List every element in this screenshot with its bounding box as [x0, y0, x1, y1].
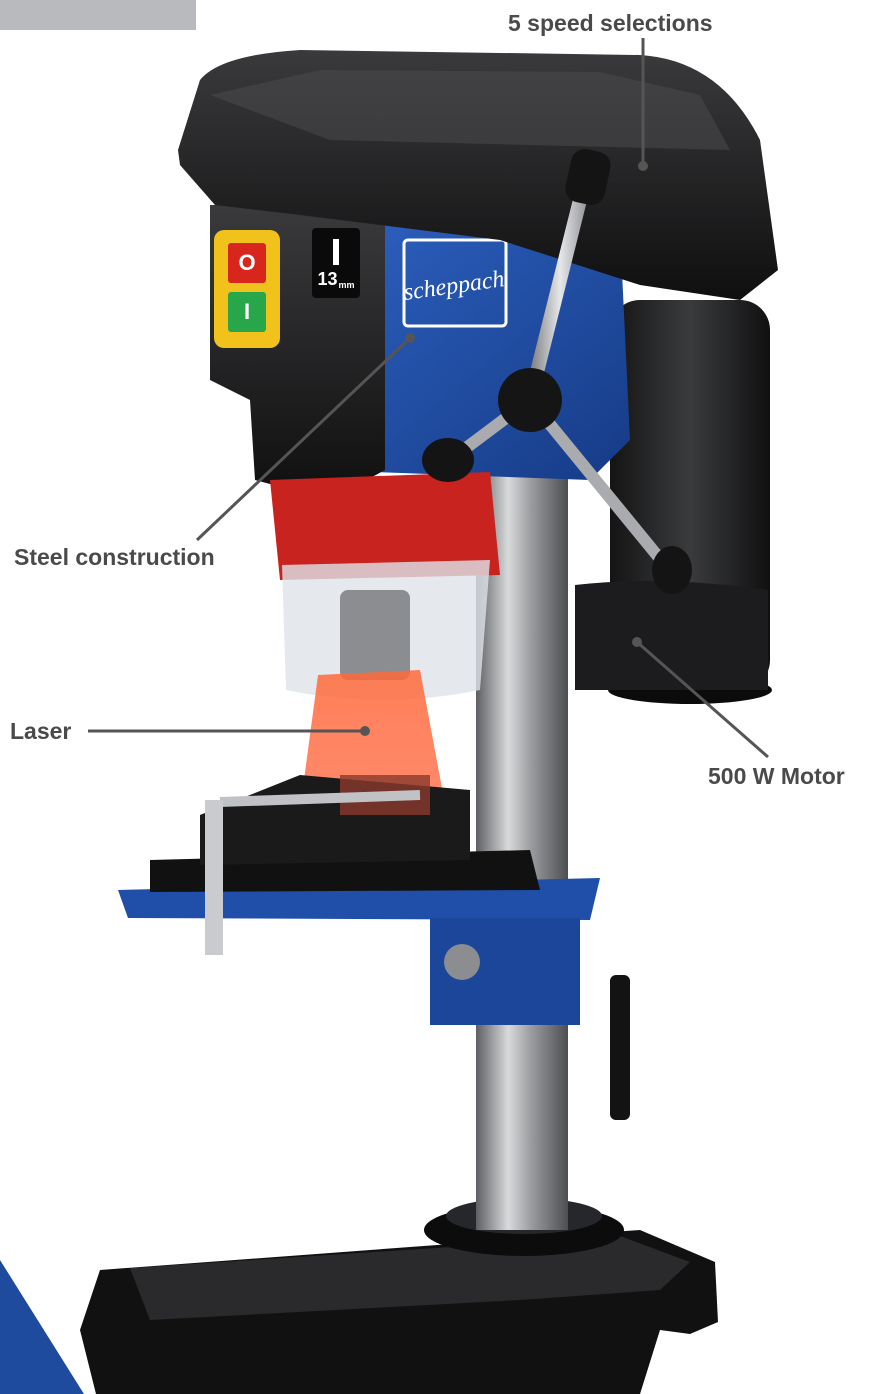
- belt-cover: [178, 50, 778, 300]
- chuck-size-badge: 13 mm: [312, 228, 360, 298]
- callout-motor: 500 W Motor: [708, 763, 845, 789]
- drill-bit-icon: [333, 239, 339, 265]
- callout-speed-selections: 5 speed selections: [508, 10, 713, 36]
- chuck-guard: [270, 472, 500, 700]
- chuck-size-value: 13: [317, 269, 338, 289]
- motor: [575, 300, 772, 704]
- start-switch-icon: I: [243, 299, 251, 324]
- chuck-size-unit: mm: [338, 280, 355, 290]
- power-switch[interactable]: [214, 230, 280, 348]
- feed-handles[interactable]: [422, 146, 692, 594]
- callout-leaders: [88, 38, 769, 759]
- base-plate: [80, 1198, 718, 1394]
- callout-steel-construction: Steel construction: [14, 544, 215, 570]
- callout-laser: Laser: [10, 718, 72, 744]
- top-left-gray-bar: [0, 0, 196, 30]
- corner-accent: [0, 1260, 84, 1394]
- work-table: [118, 775, 630, 1120]
- column: [476, 470, 568, 1230]
- stop-switch-icon: O: [238, 250, 256, 275]
